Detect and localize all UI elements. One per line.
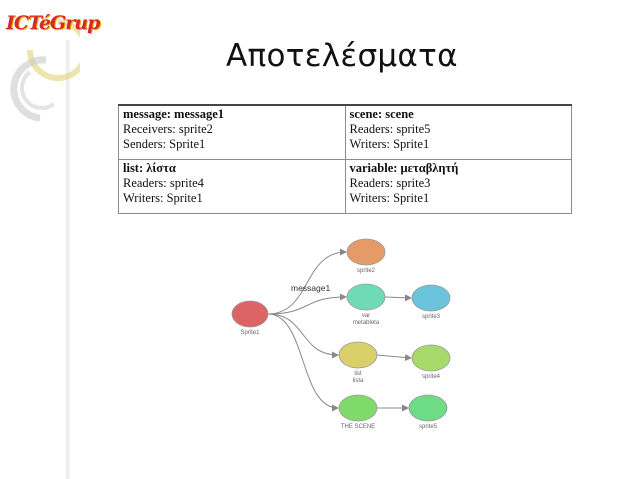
node-metableta[interactable]: [346, 283, 386, 311]
node-sprite1[interactable]: [231, 300, 269, 328]
table-row: list: λίστα Readers: sprite4 Writers: Sp…: [118, 159, 572, 214]
node-label-sprite2: sprite2: [357, 268, 376, 274]
logo-swirl-graphic: [10, 19, 89, 122]
logo: ICTéGrup: [0, 0, 100, 140]
edge-lista-sprite4: [376, 353, 412, 361]
edge-sprite1-lista: [267, 313, 339, 359]
node-sprite3[interactable]: [411, 284, 451, 312]
cell-line: Readers: sprite3: [349, 176, 431, 191]
table-cell-list: list: λίστα Readers: sprite4 Writers: Sp…: [118, 159, 346, 214]
slide-title: Αποτελέσματα: [226, 38, 458, 74]
node-label-sprite4: sprite4: [422, 374, 441, 380]
slide-left-rail: [66, 40, 70, 479]
node-sprite5[interactable]: [408, 394, 448, 422]
table-row: message: message1 Receivers: sprite2 Sen…: [118, 104, 572, 161]
table-cell-scene: scene: scene Readers: sprite5 Writers: S…: [344, 104, 572, 161]
edge-label: message1: [291, 283, 330, 293]
node-sprite4[interactable]: [411, 344, 451, 372]
cell-line: Senders: Sprite1: [123, 137, 206, 151]
edge-metableta-sprite3: [384, 294, 412, 302]
cell-line: Writers: Sprite1: [123, 191, 203, 206]
cell-header: scene: scene: [349, 107, 414, 121]
node-scene[interactable]: [338, 394, 378, 422]
cell-line: Readers: sprite5: [349, 122, 431, 136]
cell-header: variable: μεταβλητή: [349, 161, 459, 176]
node-lista[interactable]: [338, 341, 378, 369]
result-table: message: message1 Receivers: sprite2 Sen…: [118, 104, 572, 214]
edge-sprite1-metableta: [267, 293, 347, 315]
logo-text: ICTéGrup: [6, 12, 100, 34]
edge-sprite1-scene: [267, 313, 339, 412]
node-label-scene: THE SCENE: [341, 424, 375, 430]
node-label-sprite3: sprite3: [422, 314, 441, 320]
edge-sprite1-sprite2: [267, 248, 347, 315]
node-sprite2[interactable]: [346, 238, 386, 266]
node-label-sprite1: Sprite1: [240, 330, 260, 336]
cell-line: Receivers: sprite2: [123, 122, 213, 136]
table-cell-variable: variable: μεταβλητή Readers: sprite3 Wri…: [344, 159, 572, 214]
cell-line: Writers: Sprite1: [349, 137, 430, 151]
cell-line: Readers: sprite4: [123, 176, 204, 191]
cell-header: list: λίστα: [123, 161, 176, 176]
node-label-sprite5: sprite5: [419, 424, 438, 430]
cell-header: message: message1: [123, 107, 225, 121]
table-cell-message: message: message1 Receivers: sprite2 Sen…: [118, 104, 346, 161]
cell-line: Writers: Sprite1: [349, 191, 430, 206]
